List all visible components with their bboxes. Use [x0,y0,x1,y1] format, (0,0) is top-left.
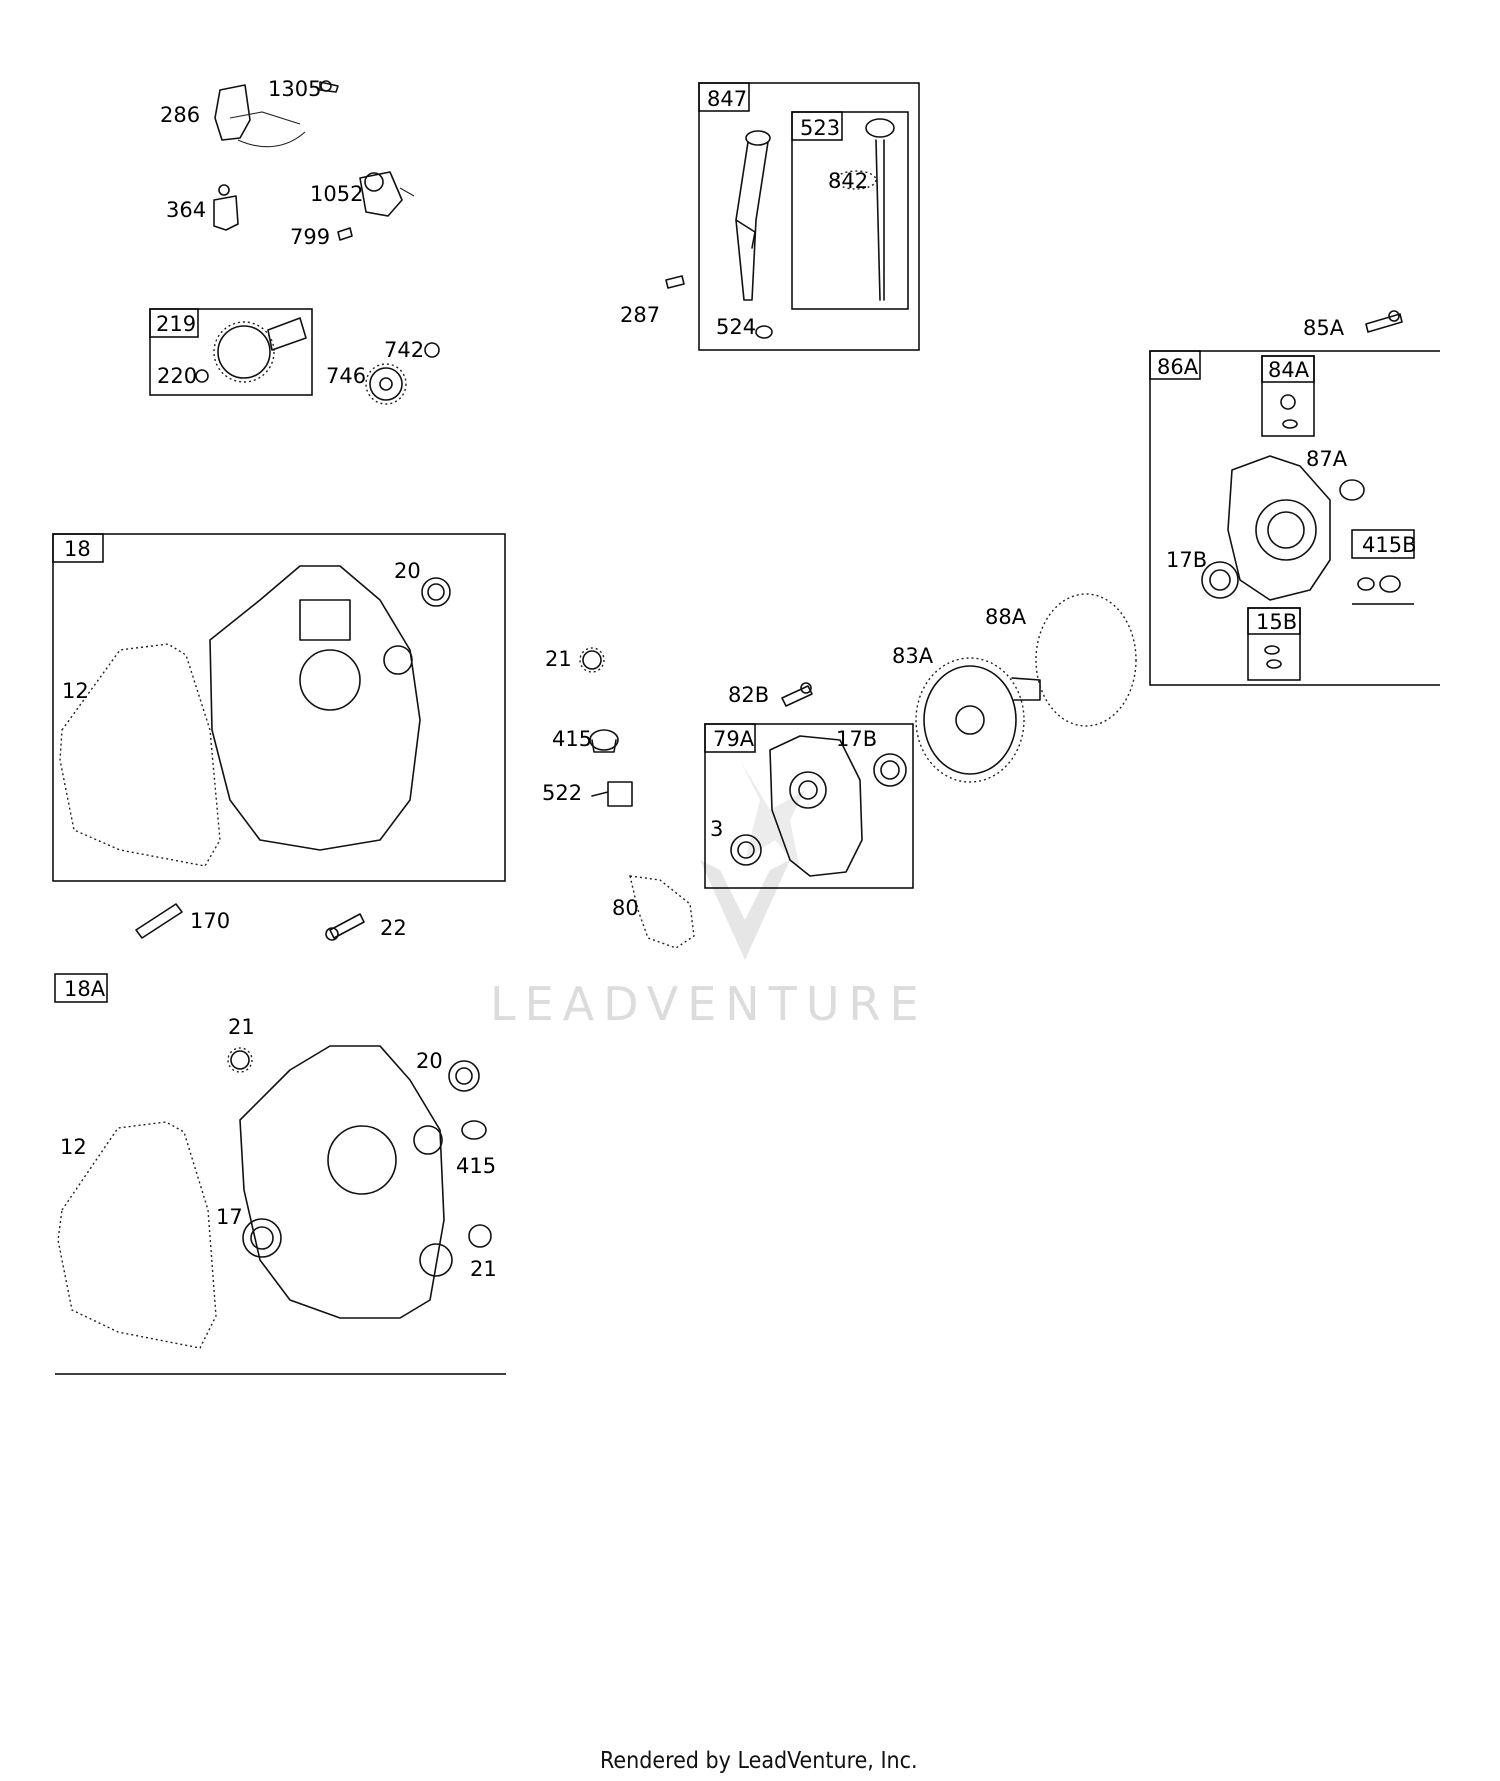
label-18: 18 [64,537,91,561]
watermark-text: LEADVENTURE [490,977,928,1031]
label-415-mid: 415 [552,727,592,751]
part-17B-bearing-mid[interactable] [873,753,907,787]
label-799: 799 [290,225,330,249]
label-1052: 1052 [310,182,363,206]
label-364: 364 [166,198,206,222]
label-82B: 82B [728,683,769,707]
label-847: 847 [707,87,747,111]
part-522-sensor[interactable] [591,781,633,807]
part-21-gear-mid[interactable] [579,647,605,673]
part-847-dipstick-tube[interactable] [735,130,771,301]
part-21-gear-18A[interactable] [227,1047,253,1073]
part-746-gear[interactable] [365,363,407,405]
box-79A: 79A [704,723,914,889]
label-21-mid: 21 [545,647,572,671]
part-22-bolt[interactable] [325,913,365,941]
part-85A-bolt[interactable] [1365,310,1403,333]
footer-credit: Rendered by LeadVenture, Inc. [600,1748,918,1774]
box-86A: 86A 84A 415B 15B [1149,350,1440,686]
part-523-dipstick[interactable] [865,118,895,301]
label-842: 842 [828,169,868,193]
part-286-housing[interactable] [214,84,306,148]
label-80: 80 [612,896,639,920]
label-523: 523 [800,116,840,140]
label-287: 287 [620,303,660,327]
part-799-screw[interactable] [337,227,353,241]
label-22: 22 [380,916,407,940]
part-415B-plug[interactable] [1357,575,1401,593]
part-18A-crankcase[interactable] [239,1045,453,1319]
label-79A: 79A [713,727,755,751]
part-88A-gasket[interactable] [1035,593,1137,727]
label-220: 220 [157,364,197,388]
label-415-18A: 415 [456,1154,496,1178]
part-83A-gear[interactable] [915,657,1041,783]
part-20-seal-18A[interactable] [448,1060,480,1092]
part-415-plug-mid[interactable] [589,729,619,753]
part-18-crankcase[interactable] [209,565,421,851]
part-287-screw[interactable] [665,275,685,289]
label-12: 12 [62,679,89,703]
label-87A: 87A [1306,447,1348,471]
label-746: 746 [326,364,366,388]
part-82B-bolt[interactable] [781,682,813,707]
part-17-bearing-18A[interactable] [242,1218,282,1258]
label-21-18A-top: 21 [228,1015,255,1039]
part-79A-cover[interactable] [769,735,863,877]
label-88A: 88A [985,605,1027,629]
part-17B-bearing-right[interactable] [1201,561,1239,599]
label-83A: 83A [892,644,934,668]
label-522: 522 [542,781,582,805]
part-12-gasket[interactable] [59,643,221,867]
label-20-18A: 20 [416,1049,443,1073]
part-1052-solenoid[interactable] [359,171,415,217]
label-742: 742 [384,338,424,362]
label-415B: 415B [1362,533,1417,557]
part-12-gasket-18A[interactable] [57,1121,217,1349]
label-286: 286 [160,103,200,127]
label-20: 20 [394,559,421,583]
part-86A-sump-cover[interactable] [1227,455,1331,601]
leadventure-watermark: LEADVENTURE [490,760,928,1031]
part-20-seal[interactable] [421,577,451,607]
label-17-18A: 17 [216,1205,243,1229]
part-21-plug-18A[interactable] [468,1224,492,1248]
label-15B: 15B [1256,610,1297,634]
label-170: 170 [190,909,230,933]
label-17B-mid: 17B [836,727,877,751]
part-842-o-ring[interactable] [835,170,877,190]
part-1305-screw[interactable] [319,80,339,93]
part-524-seal[interactable] [755,325,773,339]
part-219-governor-gear[interactable] [195,317,307,383]
label-3: 3 [710,817,723,841]
part-364-switch[interactable] [213,184,239,231]
box-18: 18 [52,533,506,882]
label-12-18A: 12 [60,1135,87,1159]
part-87A-seal[interactable] [1339,479,1365,501]
box-18A: 18A [54,973,506,1375]
part-80-gasket[interactable] [629,875,695,949]
part-3-seal[interactable] [730,834,762,866]
label-84A: 84A [1268,358,1310,382]
part-15B-washers[interactable] [1264,645,1282,669]
label-85A: 85A [1303,316,1345,340]
box-219: 219 [149,308,313,396]
part-742-washer[interactable] [424,342,440,358]
label-18A: 18A [64,977,106,1001]
label-524: 524 [716,315,756,339]
part-170-stud[interactable] [135,903,183,939]
label-17B-right: 17B [1166,548,1207,572]
label-1305: 1305 [268,77,321,101]
label-219: 219 [156,312,196,336]
box-847: 847 523 [698,82,920,351]
part-84A-fitting[interactable] [1280,394,1298,429]
label-21-18A-bottom: 21 [470,1257,497,1281]
part-415-plug-18A[interactable] [461,1120,487,1140]
label-86A: 86A [1157,355,1199,379]
